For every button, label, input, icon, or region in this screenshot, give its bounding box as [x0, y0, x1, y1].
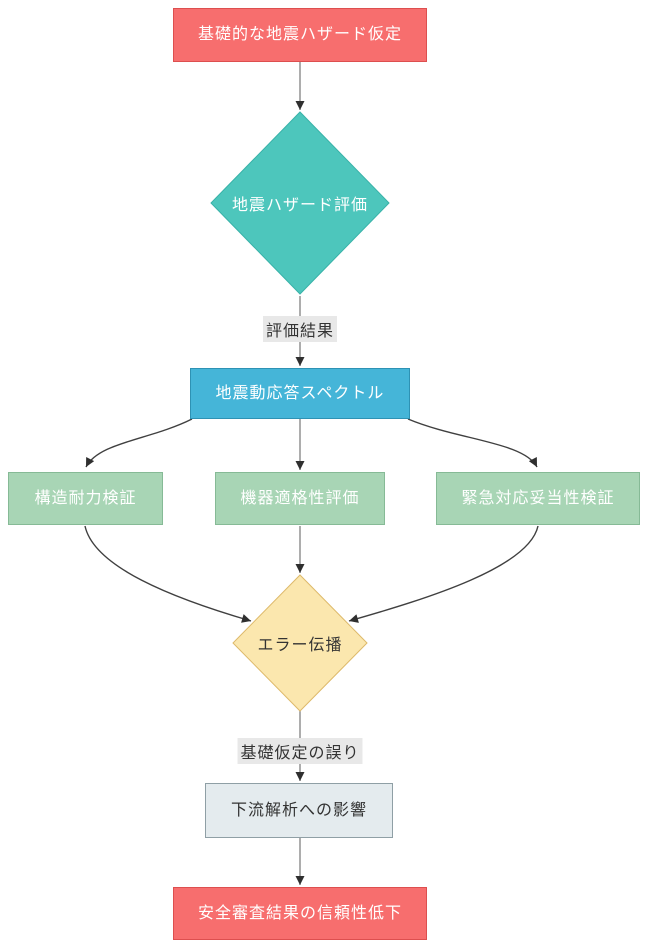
- node-basic-assumption: 基礎的な地震ハザード仮定: [173, 8, 427, 62]
- edge-structural-to-error: [84, 525, 252, 623]
- node-basic-assumption-label: 基礎的な地震ハザード仮定: [197, 26, 402, 43]
- node-reliability-degradation-label: 安全審査結果の信頼性低下: [197, 904, 402, 922]
- hazard-evaluation-diamond: [210, 111, 390, 295]
- node-equipment-qualification: 機器適格性評価: [215, 472, 385, 525]
- edge-emergency-to-error: [348, 525, 539, 623]
- node-emergency-validation-label: 緊急対応妥当性検証: [461, 489, 615, 507]
- node-response-spectrum: 地震動応答スペクトル: [190, 368, 410, 419]
- node-structural-verification: 構造耐力検証: [8, 472, 163, 525]
- node-response-spectrum-label: 地震動応答スペクトル: [215, 384, 385, 402]
- error-propagation-diamond: [232, 574, 368, 712]
- node-structural-verification-label: 構造耐力検証: [34, 489, 137, 507]
- edge-spectrum-to-structural: [85, 418, 193, 468]
- node-equipment-qualification-label: 機器適格性評価: [240, 489, 360, 507]
- node-emergency-validation: 緊急対応妥当性検証: [436, 472, 640, 525]
- node-reliability-degradation: 安全審査結果の信頼性低下: [173, 887, 427, 940]
- edge-label-evaluation-result: 評価結果: [262, 316, 338, 342]
- edge-label-assumption-error: 基礎仮定の誤り: [237, 738, 363, 764]
- node-downstream-impact-label: 下流解析への影響: [230, 801, 367, 819]
- node-downstream-impact: 下流解析への影響: [205, 783, 393, 838]
- edge-spectrum-to-emergency: [407, 418, 538, 468]
